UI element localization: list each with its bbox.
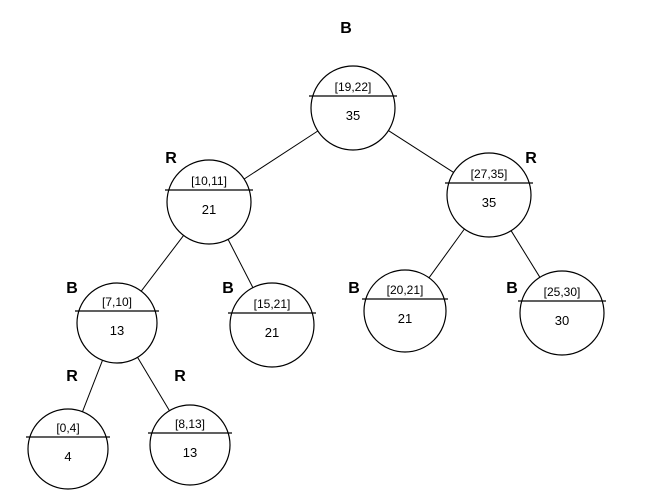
node-max-value: 13 <box>110 323 124 338</box>
tree-node-n19: [19,22] 35 B <box>309 20 397 151</box>
edge-n10-n7 <box>140 235 184 292</box>
node-circle <box>166 159 252 245</box>
edge-n27-n25 <box>510 230 541 278</box>
node-max-value: 35 <box>346 108 360 123</box>
tree-node-n0: [0,4] 4 R <box>26 368 110 490</box>
tree-node-n25: [25,30] 30 B <box>506 270 606 356</box>
node-interval: [8,13] <box>175 417 205 431</box>
node-max-value: 21 <box>202 202 216 217</box>
tree-node-n10: [10,11] 21 R <box>165 150 253 245</box>
tree-node-n20: [20,21] 21 B <box>348 269 448 353</box>
edge-n27-n20 <box>428 228 465 279</box>
node-interval: [19,22] <box>335 80 372 94</box>
node-max-value: 21 <box>398 311 412 326</box>
tree-node-n27: [27,35] 35 R <box>445 150 537 238</box>
node-circle <box>149 404 231 486</box>
node-interval: [10,11] <box>191 174 227 188</box>
node-max-value: 4 <box>64 449 71 464</box>
edge-n7-n0 <box>82 360 103 412</box>
edge-n19-n10 <box>243 130 319 180</box>
node-color-label: B <box>506 280 518 297</box>
tree-node-n7: [7,10] 13 B <box>66 280 159 364</box>
node-color-label: R <box>66 368 78 385</box>
node-max-value: 13 <box>183 445 197 460</box>
edge-n10-n15 <box>227 239 254 288</box>
node-color-label: B <box>340 20 352 37</box>
node-circle <box>27 408 109 490</box>
node-color-label: B <box>222 280 234 297</box>
edge-n19-n27 <box>388 130 454 173</box>
node-circle <box>229 282 315 368</box>
node-color-label: R <box>525 150 537 167</box>
node-circle <box>310 65 396 151</box>
tree-node-n15: [15,21] 21 B <box>222 280 316 368</box>
edge-n7-n8 <box>137 357 170 411</box>
node-interval: [7,10] <box>102 295 132 309</box>
node-circle <box>76 282 158 364</box>
node-circle <box>446 152 532 238</box>
node-interval: [27,35] <box>471 167 508 181</box>
node-circle <box>363 269 447 353</box>
node-interval: [25,30] <box>544 285 581 299</box>
node-circle <box>519 270 605 356</box>
node-color-label: B <box>66 280 78 297</box>
node-color-label: R <box>165 150 177 167</box>
node-color-label: R <box>174 368 186 385</box>
node-interval: [20,21] <box>387 283 424 297</box>
tree-node-n8: [8,13] 13 R <box>148 368 232 486</box>
node-max-value: 21 <box>265 325 279 340</box>
node-interval: [0,4] <box>56 421 79 435</box>
node-color-label: B <box>348 280 360 297</box>
node-interval: [15,21] <box>254 297 291 311</box>
node-max-value: 30 <box>555 313 569 328</box>
node-max-value: 35 <box>482 195 496 210</box>
